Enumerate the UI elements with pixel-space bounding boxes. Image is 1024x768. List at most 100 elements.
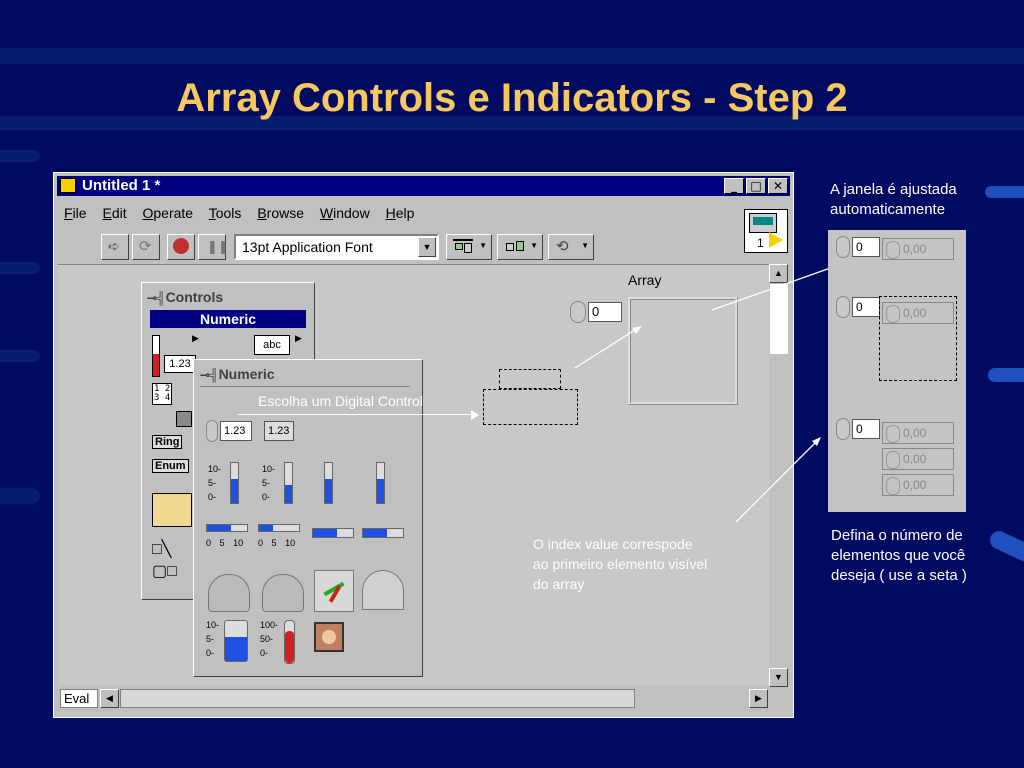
scroll-down-button[interactable]: ▼ bbox=[769, 668, 788, 687]
pause-button[interactable]: ❚❚ bbox=[198, 234, 229, 260]
background-stripe bbox=[0, 150, 40, 162]
vertical-fill-slide-item[interactable] bbox=[324, 462, 333, 504]
abort-button[interactable] bbox=[167, 234, 195, 260]
digital-control-arrow bbox=[238, 414, 473, 415]
digital-control-note: Escolha um Digital Control bbox=[258, 393, 423, 409]
slide-title: Array Controls e Indicators - Step 2 bbox=[176, 76, 848, 120]
dial-item[interactable] bbox=[262, 574, 304, 612]
labview-icon bbox=[60, 178, 76, 193]
arrow-head-icon bbox=[471, 410, 479, 420]
vertical-progress-bar-item[interactable] bbox=[376, 462, 385, 504]
meter-item[interactable] bbox=[314, 570, 354, 612]
spinner-icon bbox=[886, 450, 900, 469]
vertical-slide-item[interactable] bbox=[230, 462, 239, 504]
thermometer-item[interactable] bbox=[284, 620, 295, 664]
step3-element-2: 0,00 bbox=[882, 448, 954, 470]
numeric-palette-title: ⊸╣Numeric bbox=[200, 366, 275, 382]
font-selector-value: 13pt Application Font bbox=[242, 239, 373, 255]
icon-number: 1 bbox=[757, 236, 764, 250]
stop-icon bbox=[173, 238, 189, 254]
background-stripe bbox=[0, 48, 1024, 64]
step2-index-value: 0 bbox=[852, 297, 880, 317]
index-arrow bbox=[574, 327, 639, 369]
color-box-item[interactable] bbox=[314, 622, 344, 652]
minimize-button[interactable]: _ bbox=[724, 178, 744, 194]
menu-help[interactable]: Help bbox=[385, 205, 415, 221]
align-objects-button[interactable]: ▼ bbox=[446, 234, 492, 260]
background-stripe bbox=[988, 368, 1024, 382]
step3-index: 0 bbox=[836, 418, 882, 440]
thermometer-scale: 100-50-0- bbox=[260, 620, 279, 658]
spinner-icon bbox=[886, 476, 900, 495]
background-stripe bbox=[0, 350, 40, 362]
index-value[interactable]: 0 bbox=[588, 302, 622, 322]
spinner-icon bbox=[886, 424, 900, 443]
controls-category[interactable]: Numeric bbox=[150, 310, 306, 328]
vi-icon[interactable]: 1 bbox=[744, 209, 788, 253]
scroll-thumb[interactable] bbox=[120, 689, 635, 708]
vertical-pointer-slide-item[interactable] bbox=[284, 462, 293, 504]
run-continuously-button[interactable]: ⟳ bbox=[132, 234, 160, 260]
close-button[interactable]: ✕ bbox=[768, 178, 788, 194]
index-arrow-head bbox=[632, 326, 642, 334]
index-spinner[interactable] bbox=[570, 301, 586, 323]
scroll-right-button[interactable]: ▶ bbox=[749, 689, 768, 708]
step2-resize-frame bbox=[879, 296, 957, 381]
digital-indicator-item[interactable]: 1.23 bbox=[264, 420, 296, 442]
horizontal-slide-item[interactable] bbox=[206, 524, 248, 532]
spinner-icon bbox=[836, 418, 850, 440]
maximize-button[interactable]: □ bbox=[746, 178, 766, 194]
menu-window[interactable]: Window bbox=[319, 205, 370, 221]
reorder-button[interactable]: ⟲ ▼ bbox=[548, 234, 594, 260]
run-button[interactable]: ➪ bbox=[101, 234, 129, 260]
menu-browse[interactable]: Browse bbox=[257, 205, 305, 221]
digital-control-placeholder-label bbox=[499, 369, 561, 389]
string-item[interactable]: abc bbox=[254, 335, 290, 355]
menu-edit[interactable]: Edit bbox=[102, 205, 127, 221]
front-panel[interactable]: Array 0 ⊸╣Controls Numeric 1.23 ▶ abc ▶ … bbox=[58, 264, 769, 685]
controls-palette-title: ⊸╣Controls bbox=[147, 289, 224, 305]
pushpin-icon: ⊸╣ bbox=[147, 291, 166, 305]
numeric-item[interactable]: 1.23 bbox=[164, 355, 196, 373]
pushpin-icon: ⊸╣ bbox=[200, 368, 219, 382]
chevron-down-icon: ▼ bbox=[530, 241, 538, 250]
step3-element-1: 0,00 bbox=[882, 422, 954, 444]
horizontal-pointer-slide-item[interactable] bbox=[258, 524, 300, 532]
menu-operate[interactable]: Operate bbox=[142, 205, 194, 221]
vertical-scrollbar[interactable]: ▲ ▼ bbox=[769, 264, 789, 689]
chevron-down-icon: ▼ bbox=[418, 237, 436, 257]
horizontal-progress-bar-item[interactable] bbox=[362, 528, 404, 538]
shapes-icon[interactable]: ▢□ bbox=[152, 563, 177, 580]
window-title: Untitled 1 * bbox=[82, 177, 161, 194]
scroll-left-button[interactable]: ◀ bbox=[100, 689, 119, 708]
scroll-thumb-area[interactable] bbox=[770, 284, 788, 354]
horizontal-fill-slide-item[interactable] bbox=[312, 528, 354, 538]
menu-file[interactable]: File bbox=[64, 205, 87, 221]
array-label: Array bbox=[628, 272, 662, 288]
digital-control-placeholder bbox=[483, 389, 578, 425]
knob-item[interactable] bbox=[208, 574, 250, 612]
thermometer-icon[interactable] bbox=[152, 335, 160, 377]
enum-item[interactable]: Enum bbox=[152, 459, 189, 473]
menu-bar: File Edit Operate Tools Browse Window He… bbox=[64, 205, 426, 221]
font-selector[interactable]: 13pt Application Font ▼ bbox=[234, 234, 439, 260]
tank-item[interactable] bbox=[224, 620, 248, 662]
folder-icon[interactable] bbox=[152, 493, 192, 527]
step2-element: 0,00 bbox=[882, 302, 954, 324]
distribute-objects-button[interactable]: ▼ bbox=[497, 234, 543, 260]
ring-item[interactable]: Ring bbox=[152, 435, 183, 449]
resize-arrow bbox=[711, 265, 837, 311]
gauge-item[interactable] bbox=[362, 570, 404, 610]
scroll-up-button[interactable]: ▲ bbox=[769, 264, 788, 283]
tank-scale: 10-5-0- bbox=[206, 620, 220, 658]
decorations-icon[interactable]: □╲ bbox=[152, 541, 172, 558]
menu-tools[interactable]: Tools bbox=[208, 205, 242, 221]
array-element-frame[interactable] bbox=[628, 297, 738, 405]
spinner-icon bbox=[206, 420, 218, 442]
digital-control-item[interactable]: 1.23 bbox=[206, 420, 256, 442]
divider bbox=[200, 386, 410, 387]
array-index-control[interactable]: 0 bbox=[570, 301, 624, 323]
front-panel-icon bbox=[749, 213, 777, 233]
cluster-icon[interactable] bbox=[176, 411, 192, 427]
